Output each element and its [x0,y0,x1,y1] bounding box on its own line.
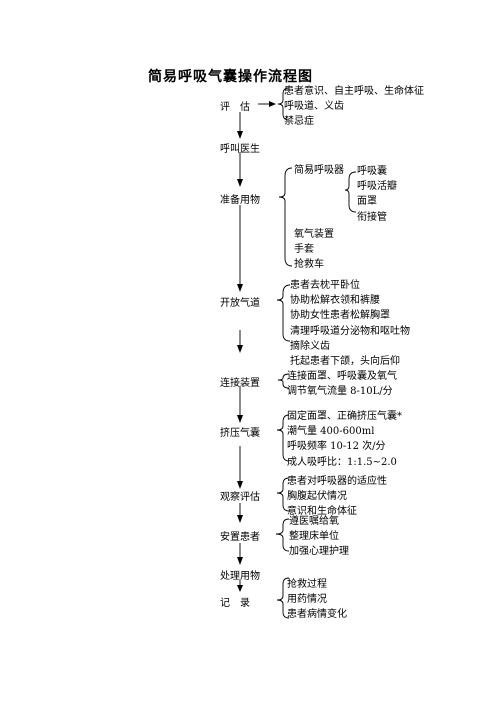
settle-item: 遵医嘱给氧 [289,516,339,527]
record-item: 患者病情变化 [287,609,347,621]
resuscitator-label: 简易呼吸器 [294,165,344,176]
resuscitator-part: 呼吸活瓣 [357,181,397,193]
record-item: 抢救过程 [287,579,327,590]
observe-list: 患者对呼吸器的适应性 胸腹起伏情况 意识和生命体征 [287,474,387,520]
settle-list: 遵医嘱给氧 整理床单位 加强心理护理 [289,514,349,560]
arrowhead [237,557,243,565]
step-observe: 观察评估 [220,492,260,503]
observe-brace [276,477,290,512]
arrowhead [237,585,243,592]
arrowhead [237,415,243,423]
record-list: 抢救过程 用药情况 患者病情变化 [287,577,347,623]
squeeze-list: 固定面罩、正确挤压气囊* 潮气量 400-600ml 呼吸频率 10-12 次/… [287,409,402,470]
airway-item: 协助女性患者松解胸罩 [290,310,390,322]
airway-item: 摘除义齿 [290,340,330,352]
squeeze-item: 固定面罩、正确挤压气囊* [287,411,402,422]
assess-item: 患者意识、自主呼吸、生命体征 [284,86,424,97]
airway-item: 患者去枕平卧位 [290,280,360,291]
assess-brace [277,87,290,121]
page-title: 简易呼吸气囊操作流程图 [148,69,313,85]
prepare-brace [278,167,293,267]
resuscitator-part: 面罩 [357,196,377,208]
arrowhead [237,345,243,353]
observe-item: 胸腹起伏情况 [287,491,347,503]
step-squeeze: 挤压气囊 [220,428,260,439]
assess-item: 呼吸道、义齿 [284,101,344,113]
airway-list: 患者去枕平卧位 协助松解衣领和裤腰 协助女性患者松解胸罩 清理呼吸道分泌物和呕吐… [290,278,410,369]
connect-item: 连接面罩、呼吸囊及氧气 [287,371,397,382]
resuscitator-part: 呼吸囊 [357,166,387,177]
squeeze-item: 呼吸频率 10-12 次/分 [287,441,386,453]
arrowhead [237,179,243,187]
airway-item: 托起患者下颌，头向后仰 [290,356,400,368]
step-prepare: 准备用物 [220,195,260,206]
resuscitator-parts: 呼吸囊 呼吸活瓣 面罩 衔接管 [357,164,397,225]
step-open-airway: 开放气道 [220,298,260,309]
settle-item: 整理床单位 [289,531,339,543]
prepare-item: 手套 [294,244,314,256]
squeeze-brace [276,414,290,462]
squeeze-item: 成人吸呼比：1:1.5~2.0 [287,456,397,468]
resuscitator-part: 衔接管 [357,211,387,223]
step-dispose: 处理用物 [220,571,260,582]
connect-brace [277,373,290,389]
settle-brace [275,518,290,552]
assess-arrowhead [269,101,276,107]
resuscitator-brace [344,171,357,213]
record-item: 用药情况 [287,594,327,606]
arrowhead [237,481,243,489]
arrowhead [237,515,243,523]
assess-item: 禁忌症 [284,116,314,128]
arrowhead [237,284,243,292]
observe-item: 患者对呼吸器的适应性 [287,476,387,487]
record-brace [276,577,290,619]
step-call-doctor: 呼叫医生 [220,144,260,155]
settle-item: 加强心理护理 [289,546,349,558]
prepare-item: 氧气装置 [294,229,334,240]
airway-item: 协助松解衣领和裤腰 [290,295,380,307]
prepare-item: 抢救车 [294,259,324,271]
connect-list: 连接面罩、呼吸囊及氧气 调节氧气流量 8-10L/分 [287,369,397,399]
prepare-other-list: 氧气装置 手套 抢救车 [294,227,334,273]
connect-item: 调节氧气流量 8-10L/分 [287,386,393,398]
step-connect: 连接装置 [220,378,260,389]
airway-brace [276,284,291,342]
arrowhead [237,131,243,139]
step-settle: 安置患者 [220,532,260,543]
airway-item: 清理呼吸道分泌物和呕吐物 [290,325,410,337]
squeeze-item: 潮气量 400-600ml [287,426,375,438]
assess-list: 患者意识、自主呼吸、生命体征 呼吸道、义齿 禁忌症 [284,84,424,130]
observe-item: 意识和生命体征 [287,506,357,518]
step-assess: 评 估 [220,102,250,113]
step-record: 记 录 [220,598,250,609]
